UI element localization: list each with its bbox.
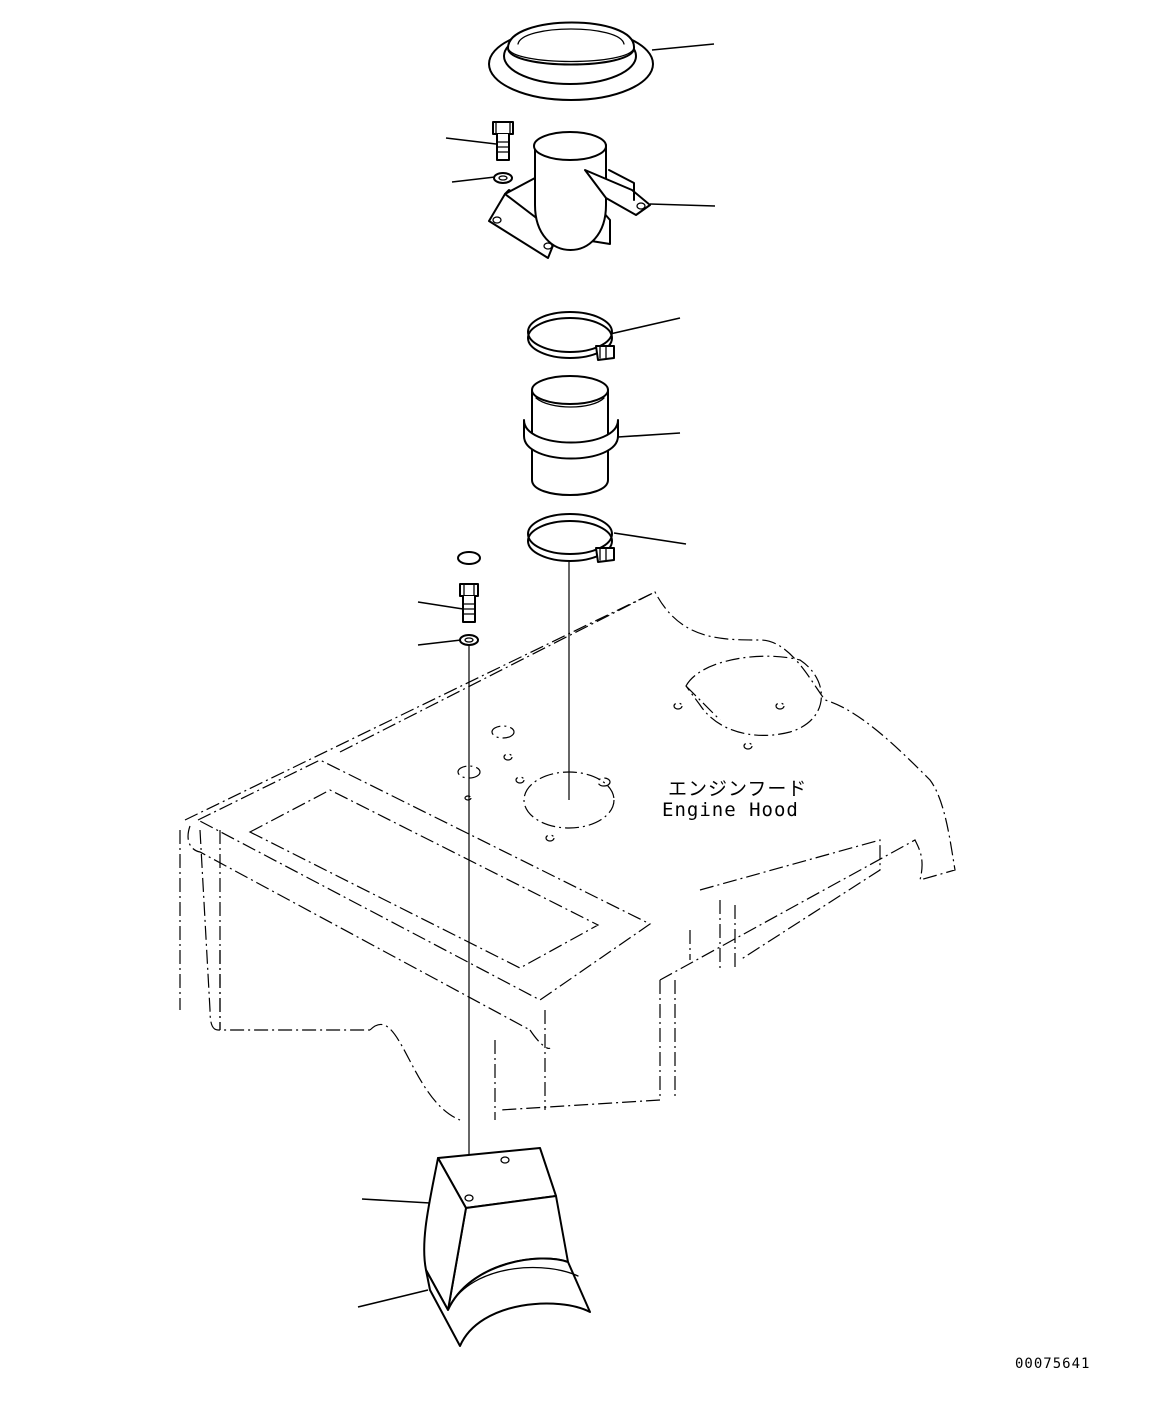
leader-lines — [357, 43, 716, 1308]
engine-hood-label-en: Engine Hood — [662, 799, 799, 821]
bolt-lower — [459, 583, 479, 623]
pipe-cover — [423, 1147, 591, 1347]
drawing-number: 00075641 — [1015, 1356, 1091, 1372]
engine-hood-outline — [179, 591, 956, 1121]
hose-clamp-lower — [527, 513, 615, 563]
rain-cap — [488, 21, 654, 101]
rubber-hose — [523, 375, 619, 496]
washer-lower — [459, 634, 479, 646]
engine-hood-label-jp: エンジンフード — [668, 778, 808, 800]
bolt-upper — [492, 121, 514, 161]
exhaust-pipe-bracket — [488, 131, 651, 259]
washer-upper — [493, 172, 513, 184]
hose-clamp-upper — [527, 311, 615, 361]
plug-cap — [457, 551, 481, 565]
